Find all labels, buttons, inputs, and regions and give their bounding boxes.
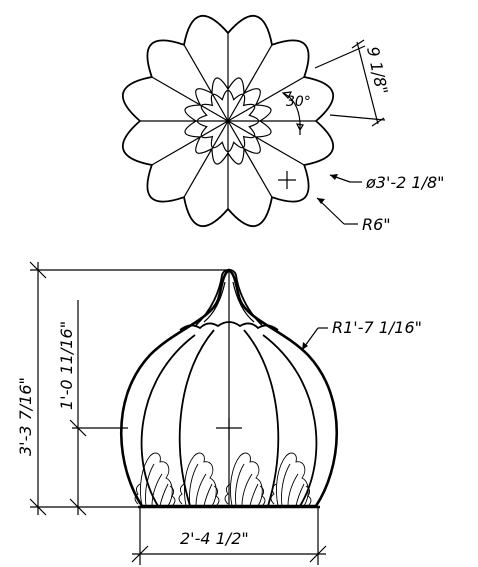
plan-center-mark <box>278 171 296 189</box>
rosette-spoke <box>183 44 229 122</box>
rosette-spoke <box>183 120 229 198</box>
profile-radius-callout: R1'-7 1/16" <box>301 318 422 351</box>
rosette-spoke <box>227 44 273 122</box>
lobe-width-label: 9 1/8" <box>363 45 392 96</box>
lobe-radius-label: R6" <box>362 215 391 234</box>
angle-dimension: 30° <box>281 91 311 135</box>
finial-petal-right <box>232 281 255 323</box>
overall-height-label: 3'-3 7/16" <box>16 377 35 456</box>
acanthus-leaf <box>178 452 220 507</box>
overall-height-dimension: 3'-3 7/16" <box>16 261 229 516</box>
rosette-spoke <box>227 76 305 122</box>
dome-rib-left-inner <box>178 329 215 507</box>
lobe-radius-callout: R6" <box>316 197 391 234</box>
diameter-label: ø3'-2 1/8" <box>365 173 445 192</box>
rosette-spoke <box>227 120 273 198</box>
rosette-spoke <box>227 120 305 166</box>
body-height-label: 1'-0 11/16" <box>57 321 76 410</box>
body-height-dimension: 1'-0 11/16" <box>57 300 87 516</box>
finial-petal-left <box>203 281 226 323</box>
profile-radius-label: R1'-7 1/16" <box>332 318 422 337</box>
acanthus-leaf <box>224 452 266 507</box>
acanthus-leaves <box>134 452 312 507</box>
dome-rib-right-inner <box>243 329 280 507</box>
plan-view: 30° 9 1/8" ø3'-2 1/8" R6" <box>122 15 445 234</box>
acanthus-leaf <box>134 452 176 507</box>
diameter-callout: ø3'-2 1/8" <box>329 173 445 192</box>
rosette-spoke <box>151 76 229 122</box>
dome-rib-left-outer <box>140 334 196 507</box>
inner-flower-secondary <box>196 89 260 153</box>
base-width-label: 2'-4 1/2" <box>180 529 249 548</box>
elevation-center-mark <box>216 418 242 440</box>
lobe-width-dimension: 9 1/8" <box>314 39 392 127</box>
rosette-spoke <box>151 120 229 166</box>
acanthus-leaf <box>270 452 312 507</box>
rosette-spokes <box>140 33 316 209</box>
dome-rib-right-outer <box>262 334 318 507</box>
inner-flower <box>184 77 272 165</box>
angle-label: 30° <box>286 94 311 110</box>
elevation-view: 3'-3 7/16" 1'-0 11/16" R1'-7 1/16" 2'-4 … <box>16 261 422 565</box>
base-width-dimension: 2'-4 1/2" <box>131 507 327 565</box>
